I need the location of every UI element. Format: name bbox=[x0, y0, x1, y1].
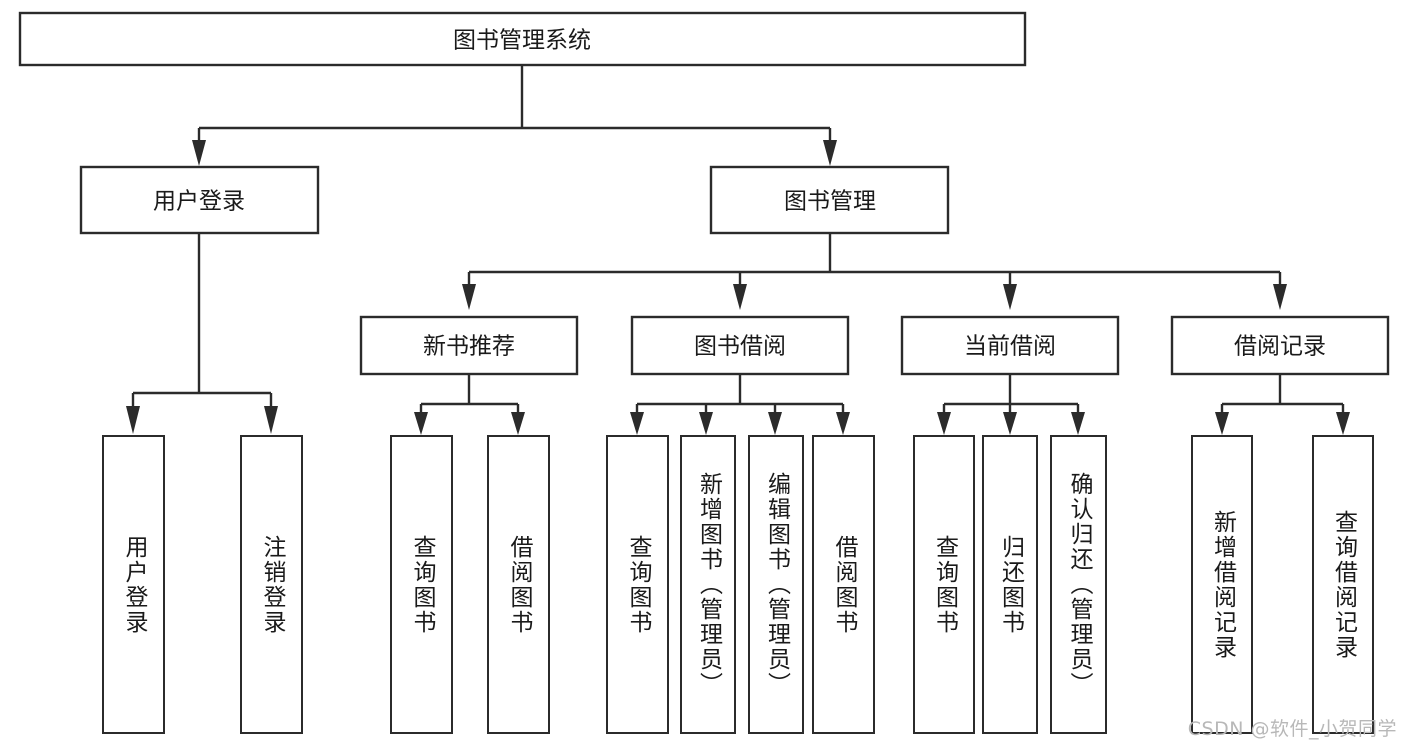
leaf-add-borrow-record[interactable]: 新增借阅记录 bbox=[1191, 435, 1253, 734]
node-book-borrow[interactable]: 图书借阅 bbox=[630, 315, 850, 376]
arrow-head-icon bbox=[192, 140, 206, 166]
arrow-head-icon bbox=[1071, 412, 1085, 435]
node-user-login[interactable]: 用户登录 bbox=[79, 165, 320, 235]
node-current-borrow-rect[interactable] bbox=[900, 315, 1120, 376]
node-new-book-recommend-rect[interactable] bbox=[359, 315, 579, 376]
node-user-login-label: 用户登录 bbox=[153, 189, 245, 215]
leaf-confirm-return-admin-label: 确认归还（管理员） bbox=[1066, 472, 1092, 697]
leaf-borrow-book-recommend[interactable]: 借阅图书 bbox=[487, 435, 550, 734]
node-current-borrow[interactable]: 当前借阅 bbox=[900, 315, 1120, 376]
connector-user-login-to-leaves bbox=[126, 233, 278, 434]
arrow-head-icon bbox=[937, 412, 951, 435]
leaf-edit-book-admin-label: 编辑图书（管理员） bbox=[763, 472, 790, 697]
leaf-borrow-book-recommend-label: 借阅图书 bbox=[506, 534, 532, 635]
node-root-rect[interactable] bbox=[18, 11, 1027, 67]
leaf-borrow-book-borrow[interactable]: 借阅图书 bbox=[812, 435, 875, 734]
node-root-label: 图书管理系统 bbox=[453, 28, 591, 54]
node-new-book-recommend-label: 新书推荐 bbox=[423, 334, 515, 360]
node-root[interactable]: 图书管理系统 bbox=[18, 11, 1027, 67]
connector-new-book-recommend-to-leaves bbox=[414, 374, 525, 435]
node-new-book-recommend[interactable]: 新书推荐 bbox=[359, 315, 579, 376]
node-borrow-record[interactable]: 借阅记录 bbox=[1170, 315, 1390, 376]
leaf-logout-label: 注销登录 bbox=[259, 534, 285, 635]
arrow-head-icon bbox=[126, 406, 140, 434]
node-book-management[interactable]: 图书管理 bbox=[709, 165, 950, 235]
arrow-head-icon bbox=[1336, 412, 1350, 435]
node-book-borrow-rect[interactable] bbox=[630, 315, 850, 376]
connector-borrow-record-to-leaves bbox=[1215, 374, 1350, 435]
arrow-head-icon bbox=[836, 412, 850, 435]
arrow-head-icon bbox=[1215, 412, 1229, 435]
leaf-query-borrow-record[interactable]: 查询借阅记录 bbox=[1312, 435, 1374, 734]
connector-current-borrow-to-leaves bbox=[937, 374, 1085, 435]
leaf-return-book[interactable]: 归还图书 bbox=[982, 435, 1038, 734]
leaf-query-book-current[interactable]: 查询图书 bbox=[913, 435, 975, 734]
leaf-logout[interactable]: 注销登录 bbox=[240, 435, 303, 734]
leaf-edit-book-admin[interactable]: 编辑图书（管理员） bbox=[748, 435, 804, 734]
arrow-head-icon bbox=[1003, 412, 1017, 435]
leaf-query-book-recommend[interactable]: 查询图书 bbox=[390, 435, 453, 734]
arrow-head-icon bbox=[264, 406, 278, 434]
node-current-borrow-label: 当前借阅 bbox=[964, 334, 1056, 360]
leaf-add-book-admin-label: 新增图书（管理员） bbox=[695, 472, 722, 697]
leaf-confirm-return-admin[interactable]: 确认归还（管理员） bbox=[1050, 435, 1107, 734]
arrow-head-icon bbox=[1273, 284, 1287, 310]
arrow-head-icon bbox=[699, 412, 713, 435]
leaf-query-book-current-label: 查询图书 bbox=[931, 534, 958, 635]
arrow-head-icon bbox=[733, 284, 747, 310]
arrow-head-icon bbox=[630, 412, 644, 435]
leaf-user-login-label: 用户登录 bbox=[121, 534, 147, 635]
leaf-query-borrow-record-label: 查询借阅记录 bbox=[1330, 509, 1357, 660]
arrow-head-icon bbox=[823, 140, 837, 166]
leaf-add-book-admin[interactable]: 新增图书（管理员） bbox=[680, 435, 736, 734]
arrow-head-icon bbox=[414, 412, 428, 435]
leaf-query-book-borrow-label: 查询图书 bbox=[625, 534, 651, 635]
connector-book-borrow-to-leaves bbox=[630, 374, 850, 435]
connector-book-management-to-level3 bbox=[462, 233, 1287, 310]
connector-root-to-level2 bbox=[192, 65, 837, 166]
leaf-return-book-label: 归还图书 bbox=[997, 534, 1024, 635]
leaf-query-book-recommend-label: 查询图书 bbox=[409, 534, 435, 635]
node-book-borrow-label: 图书借阅 bbox=[694, 334, 786, 360]
leaf-user-login[interactable]: 用户登录 bbox=[102, 435, 165, 734]
leaf-query-book-borrow[interactable]: 查询图书 bbox=[606, 435, 669, 734]
node-borrow-record-label: 借阅记录 bbox=[1234, 334, 1326, 360]
arrow-head-icon bbox=[462, 284, 476, 310]
leaf-borrow-book-borrow-label: 借阅图书 bbox=[831, 534, 857, 635]
leaf-add-borrow-record-label: 新增借阅记录 bbox=[1209, 509, 1236, 660]
arrow-head-icon bbox=[1003, 284, 1017, 310]
node-book-management-label: 图书管理 bbox=[784, 189, 876, 215]
arrow-head-icon bbox=[768, 412, 782, 435]
arrow-head-icon bbox=[511, 412, 525, 435]
